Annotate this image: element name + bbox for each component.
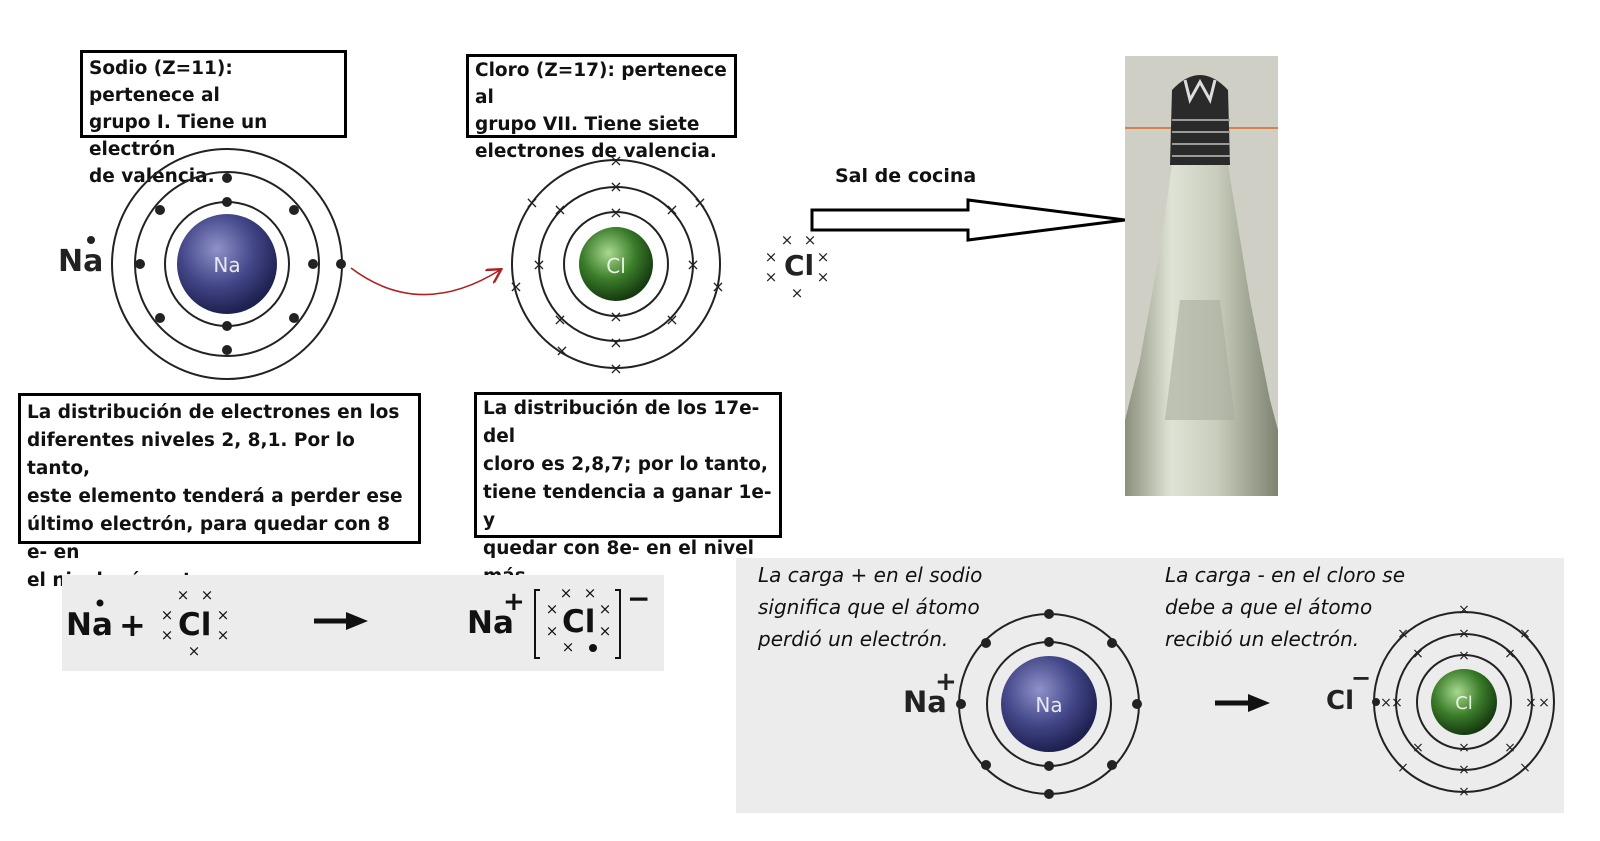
svg-text:Na: Na	[1035, 693, 1062, 717]
svg-text:×: ×	[1504, 646, 1516, 662]
svg-text:×: ×	[665, 310, 678, 329]
salt-arrow	[810, 198, 1126, 242]
svg-text:×: ×	[1458, 626, 1470, 642]
svg-text:×: ×	[609, 151, 622, 170]
svg-text:×: ×	[532, 255, 545, 274]
chlorine-lewis-structure: Cl ×× ×× ×× ×	[765, 231, 830, 302]
sodium-valence-electron	[336, 259, 346, 269]
svg-text:Cl: Cl	[178, 607, 211, 643]
svg-text:×: ×	[1397, 626, 1409, 642]
svg-text:×: ×	[1412, 740, 1424, 756]
svg-text:Cl: Cl	[1326, 686, 1354, 716]
chlorine-electrons: × × × × × × × × × × × × × × × × ×	[509, 151, 724, 378]
svg-text:×: ×	[1504, 740, 1516, 756]
svg-text:−: −	[627, 582, 650, 615]
svg-text:Na: Na	[467, 605, 514, 641]
svg-text:×: ×	[1380, 695, 1392, 711]
sodium-electrons	[135, 173, 346, 355]
svg-text:×: ×	[161, 626, 174, 644]
svg-text:×: ×	[804, 231, 817, 249]
sodium-lewis-dot	[87, 236, 95, 244]
svg-text:+: +	[503, 587, 525, 617]
svg-text:×: ×	[1525, 695, 1537, 711]
svg-text:×: ×	[599, 600, 612, 618]
svg-text:×: ×	[693, 193, 706, 212]
svg-text:×: ×	[555, 341, 568, 360]
svg-text:×: ×	[599, 622, 612, 640]
svg-text:×: ×	[161, 606, 174, 624]
svg-text:Cl: Cl	[1455, 693, 1473, 714]
svg-text:+: +	[119, 606, 146, 644]
svg-text:×: ×	[509, 277, 522, 296]
svg-text:Na: Na	[66, 607, 113, 643]
svg-text:×: ×	[791, 284, 804, 302]
chlorine-atom: Cl × × × × × × × × × × × × × × × × ×	[509, 151, 724, 378]
svg-text:×: ×	[217, 626, 230, 644]
svg-text:×: ×	[1391, 695, 1403, 711]
svg-text:×: ×	[553, 200, 566, 219]
sodium-atom: Na	[111, 148, 346, 380]
svg-text:×: ×	[201, 586, 214, 604]
svg-text:×: ×	[1519, 626, 1531, 642]
chlorine-charge-note: La carga - en el cloro se debe a que el …	[1165, 563, 1405, 651]
svg-text:×: ×	[546, 622, 559, 640]
svg-text:×: ×	[817, 248, 830, 266]
sodium-info-box: Sodio (Z=11): pertenece al grupo I. Tien…	[80, 50, 347, 187]
sodium-nucleus	[177, 214, 277, 314]
chlorine-nucleus	[579, 227, 653, 301]
svg-text:×: ×	[686, 255, 699, 274]
svg-text:×: ×	[665, 200, 678, 219]
sodium-nucleus-label: Na	[213, 253, 240, 277]
svg-text:×: ×	[584, 584, 597, 602]
svg-text:Cl: Cl	[784, 249, 814, 282]
chlorine-nucleus-label: Cl	[606, 254, 626, 278]
svg-text:×: ×	[711, 277, 724, 296]
svg-text:×: ×	[609, 359, 622, 378]
svg-text:×: ×	[765, 248, 778, 266]
svg-text:×: ×	[609, 333, 622, 352]
sodium-lewis-symbol: Na	[58, 244, 103, 279]
ions-panel: Na Na + Cl ××× ××× ×× ×× ×× ×× ×× ×× Cl	[736, 558, 1564, 813]
svg-text:×: ×	[609, 177, 622, 196]
salt-label: Sal de cocina	[835, 165, 976, 187]
svg-text:×: ×	[546, 600, 559, 618]
svg-text:×: ×	[177, 586, 190, 604]
sodium-charge-note: La carga + en el sodio significa que el …	[758, 563, 983, 651]
svg-text:×: ×	[1519, 760, 1531, 776]
svg-text:×: ×	[1458, 784, 1470, 800]
svg-text:−: −	[1351, 664, 1371, 692]
svg-text:×: ×	[817, 268, 830, 286]
svg-text:×: ×	[1458, 648, 1470, 664]
svg-text:Cl: Cl	[562, 604, 595, 640]
chlorine-info-box: Cloro (Z=17): pertenece al grupo VII. Ti…	[466, 54, 737, 162]
svg-text:×: ×	[217, 606, 230, 624]
svg-text:×: ×	[609, 307, 622, 326]
svg-text:×: ×	[765, 268, 778, 286]
svg-text:×: ×	[1458, 762, 1470, 778]
svg-text:×: ×	[781, 231, 794, 249]
svg-text:×: ×	[1458, 602, 1470, 618]
svg-text:×: ×	[1397, 760, 1409, 776]
svg-text:×: ×	[525, 193, 538, 212]
svg-text:×: ×	[560, 584, 573, 602]
svg-text:×: ×	[1538, 695, 1550, 711]
salt-shaker-photo	[1125, 56, 1278, 496]
reaction-equation: Na + Cl ×× ×× ×× × Na + Cl ×× ×× ×× × −	[62, 575, 664, 671]
svg-text:×: ×	[562, 638, 575, 656]
svg-text:×: ×	[188, 642, 201, 660]
electron-transfer-arrow	[350, 267, 500, 296]
svg-text:×: ×	[1458, 740, 1470, 756]
svg-text:×: ×	[553, 310, 566, 329]
svg-text:Na: Na	[903, 685, 947, 719]
svg-text:×: ×	[1412, 646, 1424, 662]
svg-text:+: +	[935, 667, 957, 697]
sodium-distribution-box: La distribución de electrones en los dif…	[18, 393, 421, 591]
svg-text:×: ×	[609, 203, 622, 222]
